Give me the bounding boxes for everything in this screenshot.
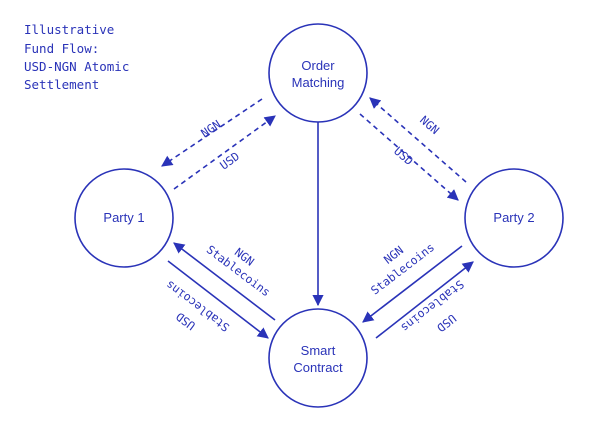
edge-ngn-order-to-party1 — [161, 98, 263, 167]
smart-contract-label-line2: Contract — [293, 360, 343, 375]
title-line-2: Fund Flow: — [24, 41, 99, 56]
edge-label-usd-top-left: USD — [217, 149, 242, 173]
edge-ngn-party2-to-order — [369, 97, 467, 183]
edge-label-stablecoins-right-upper: Stablecoins — [368, 240, 437, 297]
diagram-title: Illustrative Fund Flow: USD-NGN Atomic S… — [24, 22, 129, 92]
edge-label-stablecoins-left-lower: Stablecoins — [163, 278, 232, 335]
edge-label-stablecoins-right-lower: Stablecoins — [398, 277, 467, 335]
edge-label-usd-right-line1: USD — [434, 311, 459, 335]
order-matching-label-line1: Order — [301, 58, 335, 73]
title-line-1: Illustrative — [24, 22, 114, 37]
edge-usd-party1-to-order — [173, 115, 276, 190]
edge-label-ngn-top-right: NGN — [417, 113, 442, 137]
order-matching-circle — [268, 23, 368, 123]
edge-usd-stablecoins-party1-to-contract — [167, 260, 269, 339]
edges — [161, 97, 474, 339]
node-smart-contract: Smart Contract — [268, 308, 368, 408]
node-party2: Party 2 — [464, 168, 564, 268]
party1-label: Party 1 — [103, 210, 144, 225]
party2-circle — [464, 168, 564, 268]
edge-label-ngn-top-left: NGN — [198, 117, 223, 140]
order-matching-label-line2: Matching — [292, 75, 345, 90]
title-line-3: USD-NGN Atomic — [24, 59, 129, 74]
edge-label-usd-top-right: USD — [391, 144, 416, 168]
smart-contract-circle — [268, 308, 368, 408]
edge-usd-stablecoins-contract-to-party2 — [375, 261, 474, 339]
title-line-4: Settlement — [24, 77, 99, 92]
edge-usd-order-to-party2 — [359, 113, 459, 201]
edge-ngn-stablecoins-party2-to-contract — [362, 245, 463, 323]
node-party1: Party 1 — [74, 168, 174, 268]
party1-circle — [74, 168, 174, 268]
smart-contract-label-line1: Smart — [301, 343, 336, 358]
node-order-matching: Order Matching — [268, 23, 368, 123]
party2-label: Party 2 — [493, 210, 534, 225]
edge-ngn-stablecoins-contract-to-party1 — [173, 242, 276, 321]
